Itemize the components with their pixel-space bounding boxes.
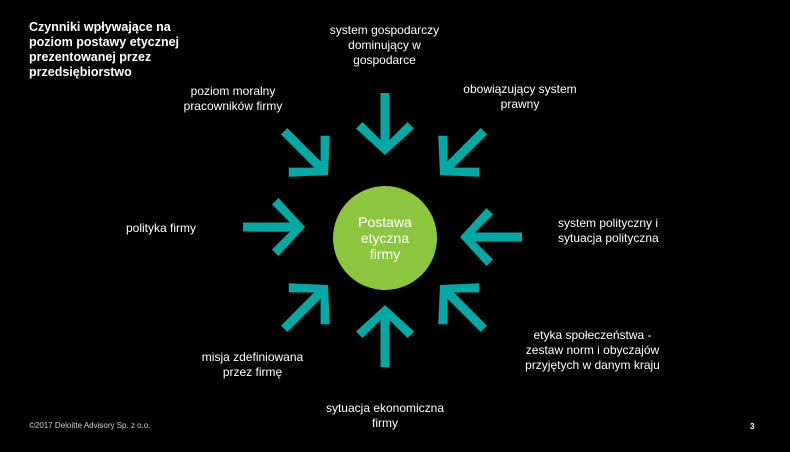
arrow-left	[243, 198, 305, 256]
arrow-top-right	[419, 110, 505, 196]
factor-top-right-label: obowiązujący system prawny	[463, 82, 577, 111]
center-label: Postawa etyczna firmy	[358, 214, 412, 262]
factor-top-label: system gospodarczy dominujący w gospodar…	[329, 23, 440, 67]
factor-left-label: polityka firmy	[126, 221, 197, 235]
factor-right-label: system polityczny i sytuacja polityczna	[558, 216, 659, 245]
factor-bottom-left-label: misja zdefiniowana przez firmę	[201, 350, 304, 379]
center-circle	[333, 186, 437, 290]
arrow-top-left	[263, 110, 349, 196]
factor-top-left-label: poziom moralny pracowników firmy	[183, 84, 283, 113]
footer-copyright: ©2017 Deloitte Advisory Sp. z o.o.	[29, 421, 151, 430]
arrow-top	[356, 93, 414, 155]
factor-bottom-label: sytuacja ekonomiczna firmy	[325, 401, 445, 430]
slide-title: Czynniki wpływające na poziom postawy et…	[29, 20, 180, 79]
factor-bottom-right-label: etyka społeczeństwa - zestaw norm i obyc…	[525, 328, 660, 372]
arrow-bottom	[356, 305, 414, 367]
arrow-right	[460, 208, 522, 266]
page-number: 3	[750, 422, 755, 431]
